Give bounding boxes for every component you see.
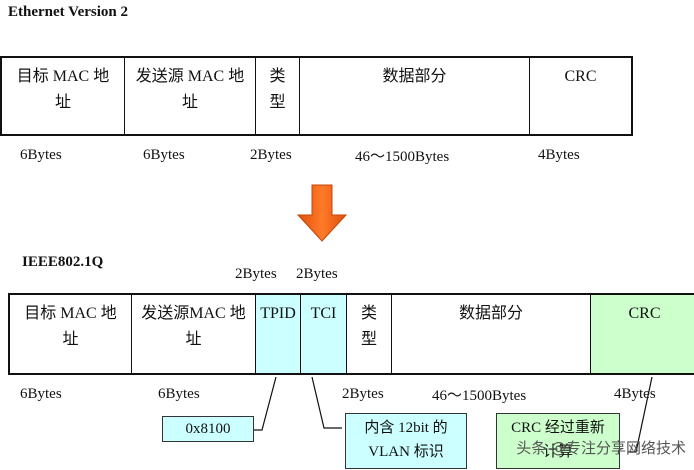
dot1q-src-mac-field: 发送源MAC 地址: [132, 295, 256, 373]
eth2-dst-mac-bytes: 6Bytes: [20, 147, 62, 163]
eth2-src-mac-field: 发送源 MAC 地址: [125, 58, 256, 134]
ieee8021q-frame: 目标 MAC 地址 发送源MAC 地址 TPID TCI 类型 数据部分 CRC: [8, 293, 694, 375]
crc-recalc-callout: CRC 经过重新计算: [496, 413, 620, 469]
eth2-type-field: 类型: [256, 58, 300, 134]
eth2-data-field: 数据部分: [300, 58, 530, 134]
dot1q-tci-label: TCI: [310, 305, 337, 322]
dot1q-type-bytes: 2Bytes: [342, 386, 384, 402]
down-arrow-icon: [296, 184, 348, 242]
eth2-dst-mac-field: 目标 MAC 地址: [2, 58, 125, 134]
eth2-data-bytes: 46～1500Bytes: [355, 149, 450, 165]
tci-description-callout: 内含 12bit 的 VLAN 标识: [345, 413, 467, 469]
tci-description-text: 内含 12bit 的 VLAN 标识: [364, 420, 448, 460]
eth2-src-mac-bytes: 6Bytes: [143, 147, 185, 163]
crc-recalc-text: CRC 经过重新计算: [511, 420, 605, 460]
ethernet-v2-frame: 目标 MAC 地址 发送源 MAC 地址 类型 数据部分 CRC: [0, 56, 633, 136]
dot1q-dst-mac-field: 目标 MAC 地址: [10, 295, 132, 373]
dot1q-tci-field: TCI: [301, 295, 347, 373]
eth2-type-label: 类型: [269, 68, 286, 111]
watermark-text: 头条 @专注分享网络技术: [516, 439, 686, 457]
dot1q-type-field: 类型: [347, 295, 392, 373]
crc-leader-line: [628, 376, 653, 453]
eth2-src-mac-label: 发送源 MAC 地址: [135, 68, 245, 111]
eth2-crc-label: CRC: [564, 68, 597, 85]
dot1q-type-label: 类型: [360, 305, 377, 348]
dot1q-src-mac-label: 发送源MAC 地址: [141, 305, 246, 348]
dot1q-crc-bytes: 4Bytes: [614, 386, 656, 402]
eth2-data-label: 数据部分: [382, 68, 447, 85]
tci-leader-line: [311, 376, 342, 429]
tci-bytes-top: 2Bytes: [296, 266, 338, 282]
eth2-crc-field: CRC: [530, 58, 631, 134]
ieee8021q-title: IEEE802.1Q: [22, 254, 104, 270]
eth2-type-bytes: 2Bytes: [250, 147, 292, 163]
tpid-value-text: 0x8100: [185, 421, 231, 437]
ethernet-v2-title: Ethernet Version 2: [8, 4, 128, 20]
dot1q-dst-mac-bytes: 6Bytes: [20, 386, 62, 402]
dot1q-data-bytes: 46～1500Bytes: [432, 388, 527, 404]
dot1q-tpid-label: TPID: [260, 305, 296, 322]
dot1q-src-mac-bytes: 6Bytes: [158, 386, 200, 402]
eth2-dst-mac-label: 目标 MAC 地址: [16, 68, 110, 111]
tpid-bytes-top: 2Bytes: [235, 266, 277, 282]
tpid-value-callout: 0x8100: [162, 416, 254, 442]
dot1q-data-label: 数据部分: [458, 305, 523, 322]
eth2-crc-bytes: 4Bytes: [538, 147, 580, 163]
dot1q-crc-label: CRC: [628, 305, 661, 322]
dot1q-tpid-field: TPID: [256, 295, 301, 373]
dot1q-data-field: 数据部分: [392, 295, 591, 373]
dot1q-crc-field: CRC: [591, 295, 694, 373]
dot1q-dst-mac-label: 目标 MAC 地址: [24, 305, 117, 348]
